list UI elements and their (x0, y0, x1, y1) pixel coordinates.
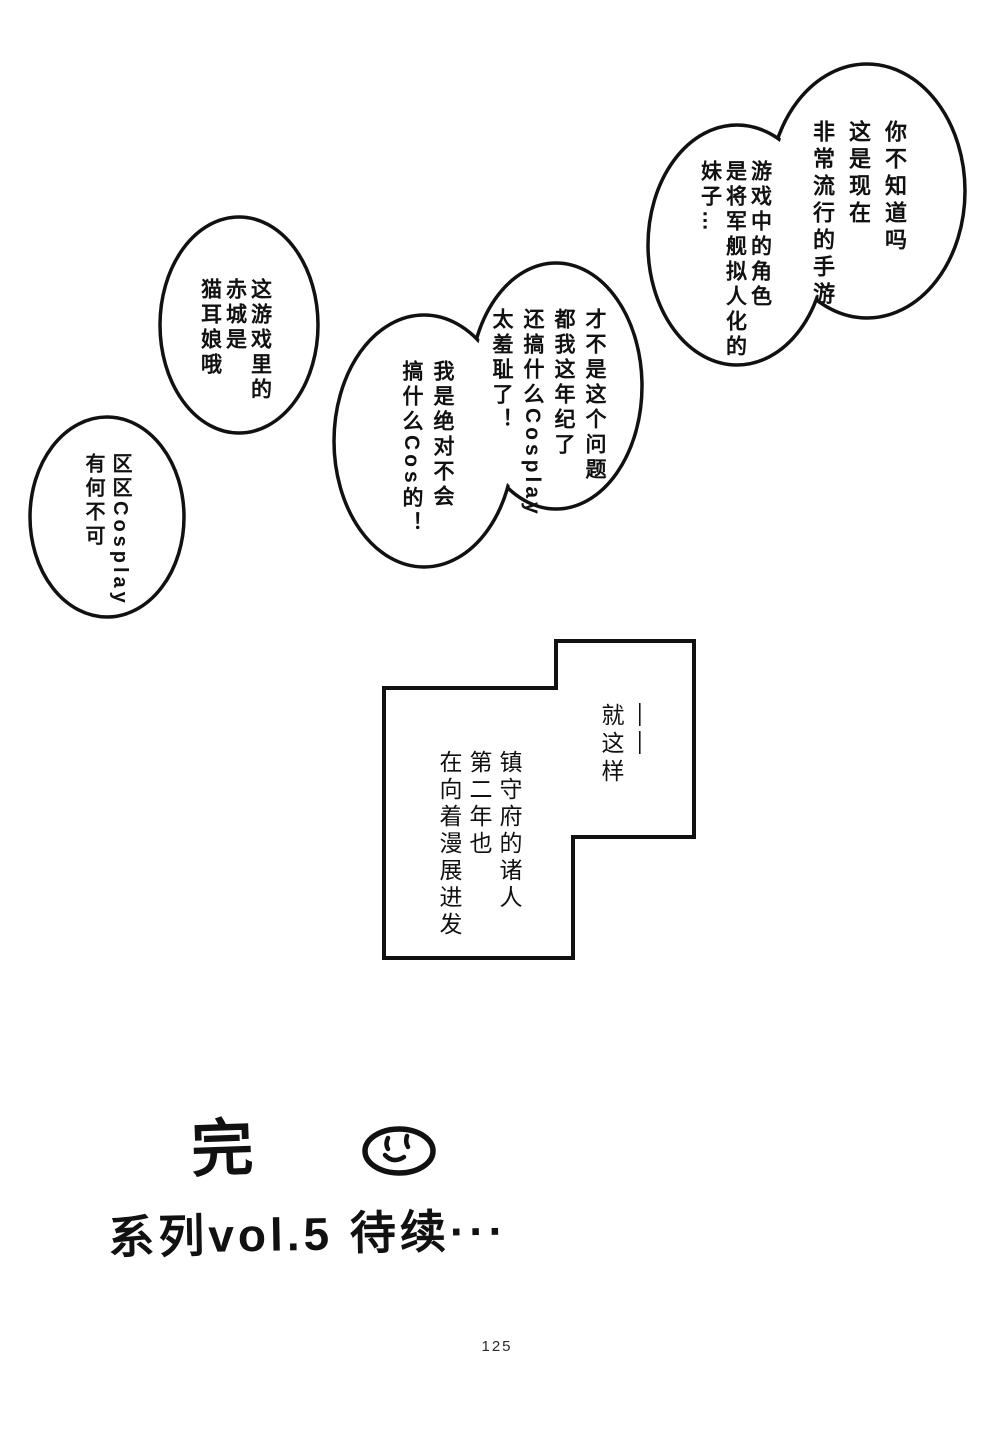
bubble-cosplay-ok-text: 区区Cosplay 有何不可 (79, 453, 133, 607)
speech-line: 你不知道吗 (882, 120, 907, 255)
caption-body-text: 镇守府的诸人 第二年也 在向着漫展进发 (434, 750, 524, 939)
speech-line: 妹子… (698, 160, 722, 235)
bubble-popular-game-left-text: 游戏中的角色 是将军舰拟人化的 妹子… (698, 160, 773, 360)
speech-line: 非常流行的手游 (810, 120, 835, 309)
speech-line: 是将军舰拟人化的 (723, 160, 747, 360)
speech-line: 太羞耻了！ (490, 308, 513, 433)
speech-line: 都我这年纪了 (552, 308, 575, 458)
caption-line: 第二年也 (466, 750, 492, 858)
speech-line: 才不是这个问题 (583, 308, 606, 483)
caption-intro-text: —— 就这样 (595, 703, 657, 787)
bubble-cosplay-ok-shape (28, 415, 186, 619)
page-number: 125 (481, 1338, 513, 1355)
speech-line: 搞什么Cos的！ (400, 360, 423, 537)
speech-line: 这是现在 (846, 120, 871, 228)
speech-line: 游戏中的角色 (748, 160, 772, 310)
caption-line: 镇守府的诸人 (496, 750, 522, 912)
speech-line: 猫耳娘哦 (198, 278, 222, 378)
speech-line: 有何不可 (82, 453, 104, 549)
bubble-akagi-catgirl-shape (158, 215, 320, 435)
bubble-popular-game-right-text: 你不知道吗 这是现在 非常流行的手游 (804, 120, 912, 309)
caption-line: 在向着漫展进发 (436, 750, 462, 939)
caption-line: 就这样 (598, 703, 624, 787)
speech-line: 区区Cosplay (109, 453, 131, 607)
bubble-denial-shape (332, 261, 644, 569)
bubble-denial-left-text: 我是绝对不会 搞什么Cos的！ (396, 360, 458, 537)
series-continuation-note: 系列vol.5 待续··· (107, 1204, 509, 1264)
speech-line: 还搞什么Cosplay (521, 308, 544, 518)
speech-line: 赤城是 (223, 278, 247, 353)
speech-line: 这游戏里的 (248, 278, 272, 403)
bubble-popular-game-shape (646, 62, 967, 367)
end-mark: 完 (190, 1113, 255, 1186)
speech-line: 我是绝对不会 (431, 360, 454, 510)
caption-box-shape (382, 639, 696, 960)
bubble-denial-right-text: 才不是这个问题 都我这年纪了 还搞什么Cosplay 太羞耻了！ (486, 308, 610, 518)
bubble-akagi-catgirl-text: 这游戏里的 赤城是 猫耳娘哦 (198, 278, 273, 403)
smiley-face-icon (362, 1126, 436, 1176)
caption-line: —— (629, 703, 655, 759)
